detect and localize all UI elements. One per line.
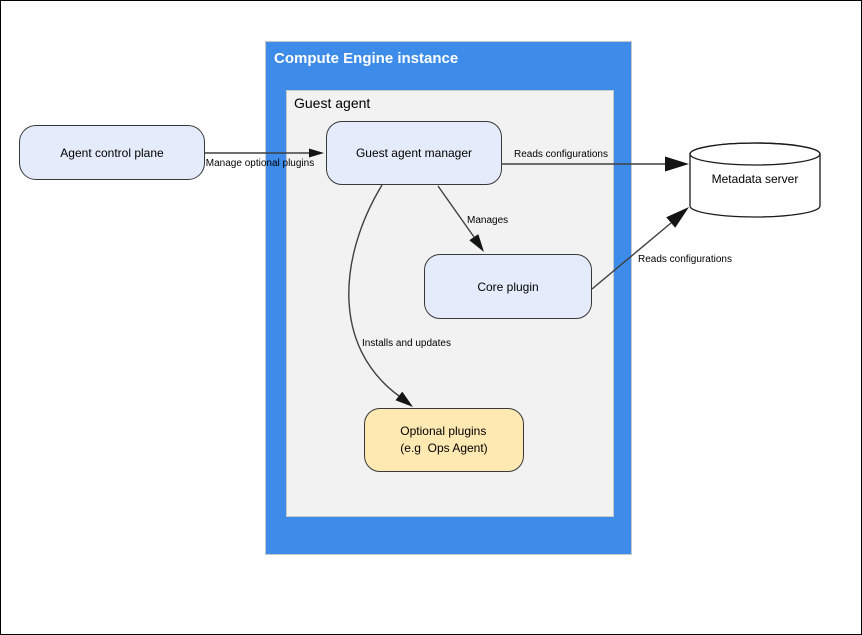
optional-plugins-label: Optional plugins (e.g Ops Agent) [400,423,487,457]
node-metadata-server: Metadata server [689,142,821,218]
optional-plugins-label-line1: Optional plugins [400,424,487,438]
optional-plugins-label-line2: (e.g Ops Agent) [400,441,488,455]
node-core-plugin: Core plugin [424,254,592,319]
arrowhead-icon [665,156,689,172]
agent-control-plane-label: Agent control plane [60,145,164,160]
guest-agent-manager-label: Guest agent manager [355,146,473,160]
cylinder-shape [689,142,821,218]
core-plugin-label: Core plugin [477,279,539,294]
arrowhead-icon [666,207,689,228]
metadata-server-label: Metadata server [712,172,799,186]
cylinder-top-rim [689,142,821,166]
node-guest-agent-manager: Guest agent manager [326,121,502,185]
node-agent-control-plane: Agent control plane [19,125,205,180]
compute-engine-instance-title: Compute Engine instance [274,50,459,67]
guest-agent-title: Guest agent [294,95,371,111]
node-optional-plugins: Optional plugins (e.g Ops Agent) [364,408,524,472]
edge-label-reads-configurations-core: Reads configurations [638,254,732,265]
